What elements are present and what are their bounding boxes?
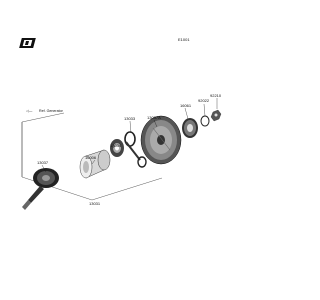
reference-note-arrow: ◁— <box>26 109 33 113</box>
part-label-13033: 13033 <box>124 116 136 121</box>
rotor-shaft-part <box>22 168 59 210</box>
exploded-view-drawing: E1001 ◁— Ref. Generator <box>19 37 222 210</box>
diagram-code: E1001 <box>178 37 190 42</box>
reference-note: Ref. Generator <box>39 109 64 113</box>
bearing-part <box>110 139 124 157</box>
flywheel-part <box>140 115 182 165</box>
part-label-92210: 92210 <box>210 93 222 98</box>
parts-diagram: E1001 ◁— Ref. Generator <box>19 37 222 210</box>
part-label-16061: 16061 <box>180 103 192 108</box>
part-label-16006: 16006 <box>85 155 97 160</box>
part-label-13031: 13031 <box>89 201 101 206</box>
part-label-13034: 13034 <box>110 143 122 148</box>
part-label-13037: 13037 <box>37 160 49 165</box>
assembly-outline <box>21 112 163 201</box>
part-label-13037A: 13037A <box>147 115 161 120</box>
gear-part <box>182 118 198 138</box>
washer-part <box>200 115 210 127</box>
nut-part <box>210 109 222 122</box>
manufacturer-logo <box>19 38 36 48</box>
leader-lines <box>41 98 218 173</box>
sleeve-part <box>79 149 111 179</box>
link-part <box>124 131 147 168</box>
part-label-92022: 92022 <box>198 98 210 103</box>
